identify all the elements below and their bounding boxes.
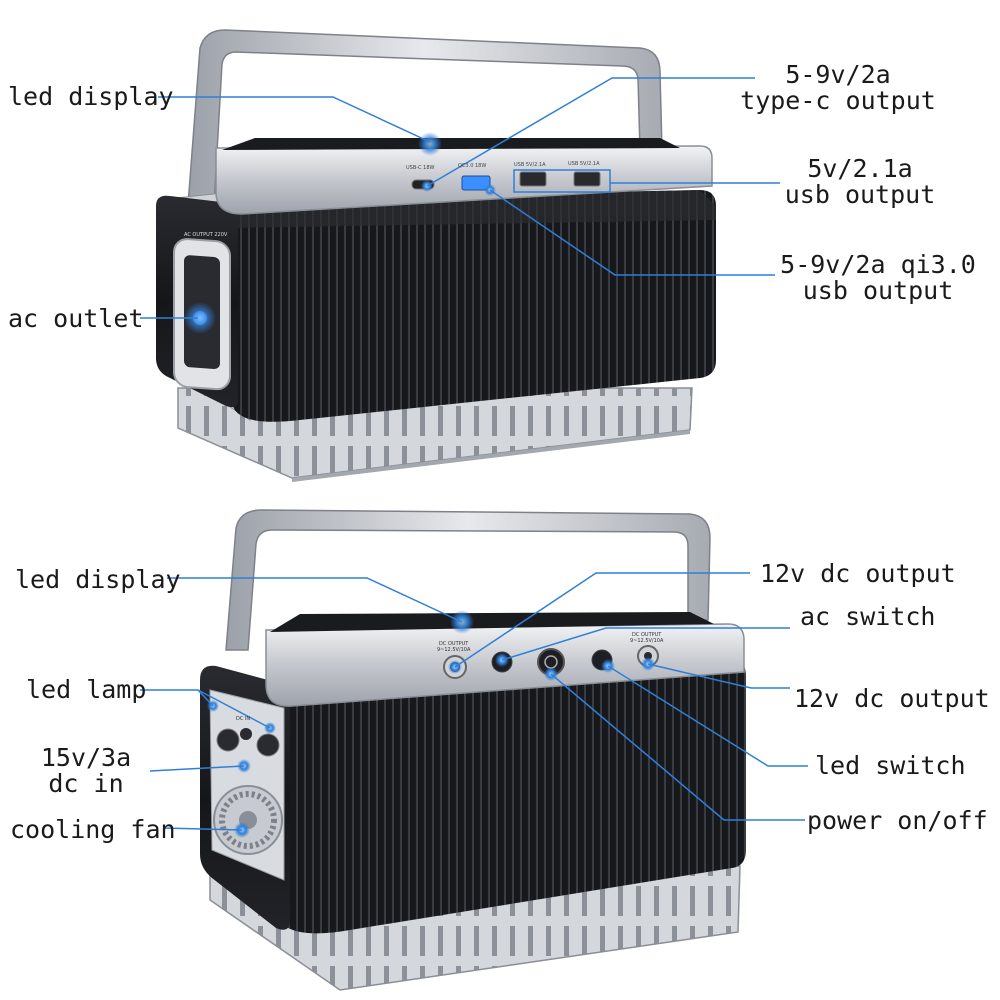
label-top-ac-outlet: ac outlet [8, 304, 144, 333]
top-ports [411, 171, 601, 196]
callout-bottom-ac-switch [501, 627, 790, 661]
label-top-qc-line1: 5-9v/2a qi3.0 [780, 250, 976, 279]
callout-top-usb [513, 169, 780, 193]
top-led-display [222, 138, 680, 150]
label-top-typec-output: 5-9v/2a type-c output [738, 62, 938, 114]
label-top-typec-line2: type-c output [740, 86, 936, 115]
marking-qc3: QC3.0 18W [458, 163, 487, 169]
top-body [232, 190, 716, 422]
label-bottom-dc-in-line2: dc in [48, 769, 124, 798]
marking-dc-left-2: 9~12.5V/10A [437, 647, 471, 653]
label-bottom-dc-in: 15v/3a dc in [26, 745, 146, 797]
label-bottom-cooling-fan: cooling fan [10, 815, 176, 844]
marking-dc-left-1: DC OUTPUT [439, 641, 469, 647]
marking-dc-right: DC OUTPUT 9~12.5V/10A [630, 632, 663, 644]
bottom-body [272, 660, 746, 934]
label-bottom-led-switch: led switch [815, 751, 966, 780]
callout-top-qc [489, 189, 775, 276]
label-bottom-power: power on/off [807, 806, 988, 835]
top-unit [156, 29, 716, 482]
callout-lines [140, 77, 808, 831]
label-bottom-led-lamp: led lamp [26, 675, 147, 704]
label-top-usb-line2: usb output [784, 180, 936, 209]
marking-ac: AC OUTPUT 220V [184, 232, 228, 238]
label-bottom-ac-switch: ac switch [800, 602, 936, 631]
label-top-usb-line1: 5v/2.1a [807, 154, 913, 183]
callout-bottom-dc-left [454, 572, 750, 668]
callout-bottom-power [550, 673, 805, 821]
callout-bottom-led-switch [607, 665, 808, 767]
callout-top-led-display [158, 96, 431, 143]
callout-bottom-dc-in [149, 765, 245, 772]
bottom-cooling-fan [213, 785, 283, 855]
bottom-led-display [270, 612, 714, 632]
callout-bottom-led-display [167, 577, 463, 623]
callout-top-typec [426, 77, 755, 187]
label-top-led-display: led display [8, 82, 174, 111]
marking-dc-right-2: 9~12.5V/10A [630, 638, 664, 644]
label-top-typec-line1: 5-9v/2a [785, 60, 891, 89]
marking-dc-in: DC IN [236, 716, 251, 722]
label-bottom-led-display: led display [15, 565, 181, 594]
callout-bottom-dc-right [647, 663, 790, 689]
bottom-unit [200, 509, 746, 991]
label-bottom-dc-output-left: 12v dc output [760, 559, 956, 588]
marking-dc-left: DC OUTPUT 9~12.5V/10A [437, 641, 470, 653]
marking-dc-right-1: DC OUTPUT [632, 632, 662, 638]
label-top-usb-output: 5v/2.1a usb output [780, 156, 940, 208]
callout-bottom-fan [162, 827, 243, 831]
label-bottom-dc-output-right: 12v dc output [794, 684, 990, 713]
label-top-qc-usb-output: 5-9v/2a qi3.0 usb output [778, 252, 978, 304]
marking-usb-c: USB-C 18W [406, 165, 435, 171]
label-bottom-dc-in-line1: 15v/3a [40, 743, 132, 772]
label-top-qc-line2: usb output [802, 276, 954, 305]
marking-usb-a2: USB 5V/2.1A [568, 161, 600, 167]
top-ac-outlet [173, 238, 231, 391]
marking-usb-a1: USB 5V/2.1A [514, 162, 546, 168]
